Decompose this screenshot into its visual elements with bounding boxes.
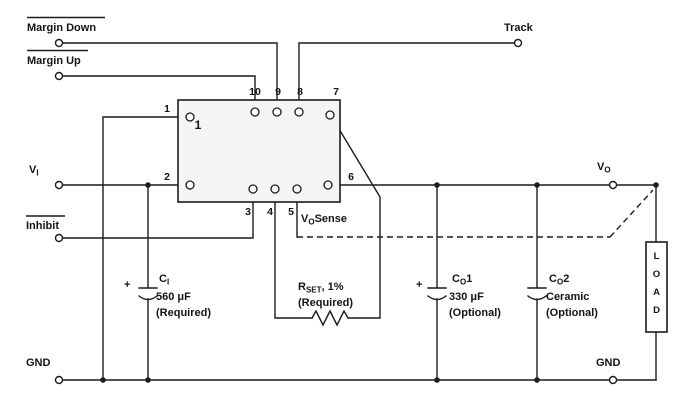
junction-ci-vin xyxy=(145,182,151,188)
margin-down-label: Margin Down xyxy=(27,22,96,34)
ci-note: (Required) xyxy=(156,307,211,319)
ci-bottom-plate xyxy=(138,295,158,301)
pin2-circle xyxy=(185,180,195,190)
load-box xyxy=(645,241,668,333)
vin-terminal xyxy=(54,180,64,190)
wire-vout-to-load xyxy=(616,184,657,243)
pin7-number: 7 xyxy=(333,86,339,98)
co2-bottom-plate xyxy=(527,295,547,301)
gnd-right-label: GND xyxy=(596,357,621,369)
pin7-circle xyxy=(325,110,335,120)
ci-capacitor-symbol xyxy=(138,287,158,301)
ci-value: 560 μF xyxy=(156,291,191,303)
vout-label: VO xyxy=(597,161,611,175)
vin-label: VI xyxy=(29,164,39,178)
ic-pin1-mark: 1 xyxy=(195,118,202,132)
track-label: Track xyxy=(504,22,534,34)
wire-margin-down xyxy=(62,42,278,109)
wire-track xyxy=(298,42,515,109)
pin2-number: 2 xyxy=(164,171,170,183)
junction-co1-gnd xyxy=(434,377,440,383)
wire-margin-up xyxy=(62,75,256,109)
co2-note: (Optional) xyxy=(546,307,598,319)
rset-name: RSET, 1% xyxy=(298,281,344,295)
wire-vosense-dashed-diagonal xyxy=(609,189,654,238)
wire-pin4-rset xyxy=(274,192,313,319)
co1-capacitor-symbol xyxy=(427,287,447,301)
margin-up-terminal xyxy=(54,71,64,81)
pin8-circle xyxy=(294,107,304,117)
co1-name: CO1 xyxy=(452,273,472,287)
wire-inhibit xyxy=(62,192,254,239)
rset-note: (Required) xyxy=(298,297,353,309)
co2-name: CO2 xyxy=(549,273,569,287)
junction-co2-gnd xyxy=(534,377,540,383)
pin9-circle xyxy=(272,107,282,117)
pin5-circle xyxy=(292,184,302,194)
co1-value: 330 μF xyxy=(449,291,484,303)
co1-note: (Optional) xyxy=(449,307,501,319)
junction-ci-gnd xyxy=(145,377,151,383)
ci-name: CI xyxy=(159,273,169,287)
co2-value: Ceramic xyxy=(546,291,589,303)
margin-up-label: Margin Up xyxy=(27,55,81,67)
junction-load-vout xyxy=(653,182,659,188)
ci-plus-sign: + xyxy=(124,279,130,291)
load-letter-d: D xyxy=(653,305,660,316)
pin3-circle xyxy=(248,184,258,194)
inhibit-terminal xyxy=(54,233,64,243)
gnd-left-label: GND xyxy=(26,357,51,369)
ic-body xyxy=(177,99,341,203)
wire-rset-pin7 xyxy=(332,118,381,319)
pin10-number: 10 xyxy=(249,86,261,98)
co1-plus-sign: + xyxy=(416,279,422,291)
pin6-number: 6 xyxy=(348,171,354,183)
co1-bottom-plate xyxy=(427,295,447,301)
junction-co2-vout xyxy=(534,182,540,188)
vout-terminal xyxy=(608,180,618,190)
inhibit-label: Inhibit xyxy=(26,220,59,232)
pin6-circle xyxy=(323,180,333,190)
vosense-label: VOSense xyxy=(301,213,347,227)
margin-down-terminal xyxy=(54,38,64,48)
junction-pin1-gnd xyxy=(100,377,106,383)
gnd-left-terminal xyxy=(54,375,64,385)
pin8-number: 8 xyxy=(297,86,303,98)
load-letter-a: A xyxy=(653,287,660,298)
load-letter-l: L xyxy=(654,251,660,262)
gnd-right-terminal xyxy=(608,375,618,385)
pin4-number: 4 xyxy=(267,206,273,218)
pin9-number: 9 xyxy=(275,86,281,98)
load-letter-o: O xyxy=(653,269,660,280)
co2-capacitor-symbol xyxy=(527,287,547,301)
pin5-number: 5 xyxy=(288,206,294,218)
junction-co1-vout xyxy=(434,182,440,188)
rset-resistor-zigzag xyxy=(311,309,349,327)
pin4-circle xyxy=(270,184,280,194)
ic-pin-circles xyxy=(185,107,335,194)
wire-pin1-gnd xyxy=(102,116,187,381)
pin3-number: 3 xyxy=(245,206,251,218)
track-terminal xyxy=(513,38,523,48)
pin10-circle xyxy=(250,107,260,117)
pin1-number: 1 xyxy=(164,103,170,115)
pin1-circle xyxy=(185,112,195,122)
